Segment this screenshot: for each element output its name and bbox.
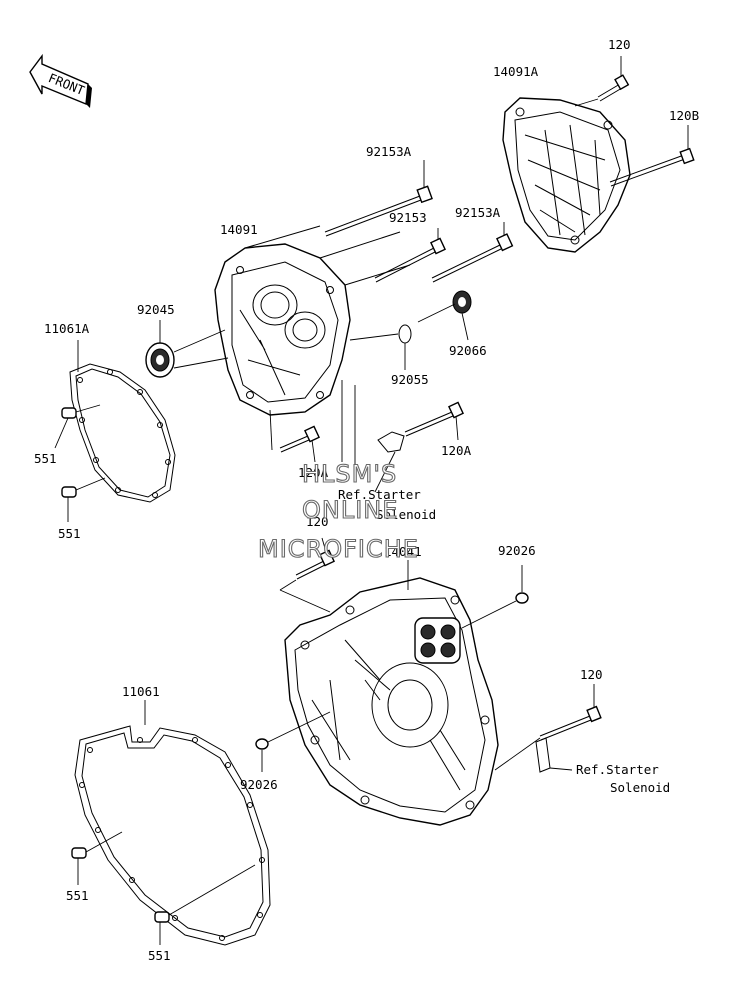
oil-seal-92066[interactable]	[417, 290, 472, 341]
outer-cover-14091A[interactable]	[502, 97, 631, 253]
crankcase-cover-14041[interactable]	[284, 560, 499, 826]
bolt-92153[interactable]	[374, 228, 446, 283]
label-120A-b: 120A	[441, 443, 472, 458]
label-120-mid: 120	[306, 514, 329, 529]
label-11061A: 11061A	[44, 321, 90, 336]
label-92026-b: 92026	[240, 777, 278, 792]
cover-14091[interactable]	[214, 225, 411, 416]
dowel-551-d[interactable]	[154, 864, 256, 945]
label-120-right: 120	[580, 667, 603, 682]
label-551-c: 551	[66, 888, 89, 903]
o-ring-92055[interactable]	[349, 324, 412, 370]
label-14091: 14091	[220, 222, 258, 237]
bolt-120-right[interactable]	[494, 684, 602, 771]
watermark-line2: ONLINE	[302, 496, 398, 524]
bolt-120A-b[interactable]	[404, 401, 464, 441]
label-120-top: 120	[608, 37, 631, 52]
label-551-d: 551	[148, 948, 171, 963]
label-92153: 92153	[389, 210, 427, 225]
washer-92026-b[interactable]	[255, 711, 331, 772]
label-92045: 92045	[137, 302, 175, 317]
watermark: HLSM'S ONLINE MICROFICHE	[257, 459, 419, 563]
label-ref-starter-1: Ref.Starter	[338, 487, 421, 502]
bolt-120-mid[interactable]	[279, 537, 335, 613]
watermark-line1: HLSM'S	[302, 460, 397, 488]
bolt-92153A-right[interactable]	[431, 222, 514, 283]
label-551-a: 551	[34, 451, 57, 466]
label-92066: 92066	[449, 343, 487, 358]
label-92055: 92055	[391, 372, 429, 387]
dowel-551-a[interactable]	[54, 404, 101, 449]
watermark-line3: MICROFICHE	[258, 535, 419, 563]
label-14091A: 14091A	[493, 64, 539, 79]
label-14041: 14041	[384, 544, 422, 559]
dowel-551-b[interactable]	[61, 477, 106, 522]
bearing-92045[interactable]	[145, 320, 229, 378]
label-92153A-b: 92153A	[455, 205, 501, 220]
label-551-b: 551	[58, 526, 81, 541]
label-ref-solenoid-1: Solenoid	[376, 507, 436, 522]
label-ref-starter-2: Ref.Starter	[576, 762, 659, 777]
label-92026-a: 92026	[498, 543, 536, 558]
washer-92026-a[interactable]	[461, 565, 529, 629]
bolt-92153A-left[interactable]	[324, 160, 433, 237]
label-120A-a: 120A	[298, 465, 329, 480]
bolt-120B[interactable]	[609, 125, 695, 187]
front-arrow-icon: FRONT	[29, 53, 92, 108]
label-120B: 120B	[669, 108, 699, 123]
starter-bracket-1	[341, 380, 405, 493]
gasket-11061[interactable]	[74, 700, 271, 946]
gasket-11061A[interactable]	[69, 340, 176, 503]
bolt-120A-a[interactable]	[269, 409, 320, 463]
label-92153A-a: 92153A	[366, 144, 412, 159]
bolt-120-top[interactable]	[574, 56, 630, 107]
dowel-551-c[interactable]	[71, 831, 123, 885]
label-ref-solenoid-2: Solenoid	[610, 780, 670, 795]
starter-bracket-2	[535, 737, 573, 773]
label-11061: 11061	[122, 684, 160, 699]
